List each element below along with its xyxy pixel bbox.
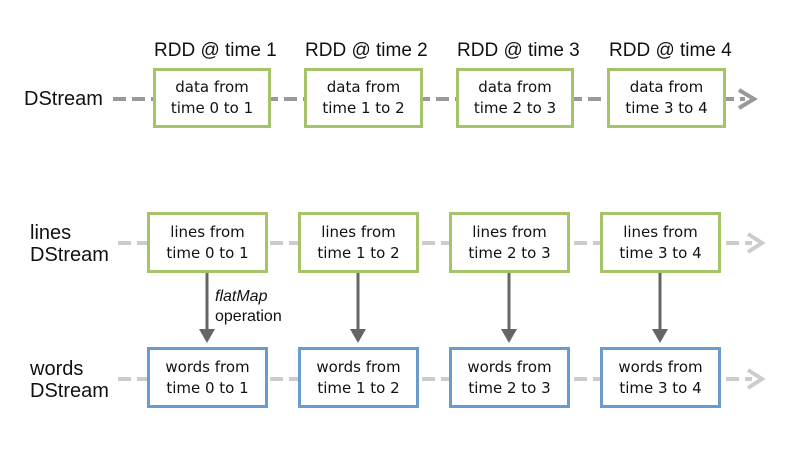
lines-box-1-line-2: time 0 to 1 bbox=[166, 243, 249, 262]
lines-box-3: lines from time 2 to 3 bbox=[449, 212, 570, 273]
lines-dstream-label: lines DStream bbox=[30, 222, 109, 266]
lines-box-4: lines from time 3 to 4 bbox=[600, 212, 721, 273]
words-box-2-line-2: time 1 to 2 bbox=[317, 378, 400, 397]
lines-box-3-line-2: time 2 to 3 bbox=[468, 243, 551, 262]
words-dstream-label-line-1: words bbox=[30, 358, 84, 380]
lines-box-1-line-1: lines from bbox=[170, 222, 245, 241]
rdd-box-2: data from time 1 to 2 bbox=[304, 68, 423, 128]
words-box-2: words from time 1 to 2 bbox=[298, 347, 419, 408]
flatmap-operation-label: flatMap operation bbox=[215, 287, 282, 327]
words-dstream-label: words DStream bbox=[30, 358, 109, 402]
rdd-box-1: data from time 0 to 1 bbox=[153, 68, 271, 128]
lines-box-4-line-1: lines from bbox=[623, 222, 698, 241]
rdd-header-3: RDD @ time 3 bbox=[457, 40, 580, 61]
words-box-1-line-2: time 0 to 1 bbox=[166, 378, 249, 397]
lines-box-2-line-2: time 1 to 2 bbox=[317, 243, 400, 262]
words-stream-arrowhead bbox=[746, 368, 766, 390]
flatmap-arrow-1 bbox=[199, 272, 215, 343]
flatmap-operation-name: flatMap bbox=[215, 288, 268, 305]
lines-box-3-line-1: lines from bbox=[472, 222, 547, 241]
lines-box-2: lines from time 1 to 2 bbox=[298, 212, 419, 273]
words-box-4-line-1: words from bbox=[618, 357, 703, 376]
words-box-3-line-1: words from bbox=[467, 357, 552, 376]
lines-box-4-line-2: time 3 to 4 bbox=[619, 243, 702, 262]
lines-stream-arrowhead bbox=[746, 232, 766, 254]
top-stream-arrowhead bbox=[737, 88, 758, 110]
rdd-header-4: RDD @ time 4 bbox=[609, 40, 732, 61]
words-box-4-line-2: time 3 to 4 bbox=[619, 378, 702, 397]
rdd-box-4-line-1: data from bbox=[629, 78, 704, 96]
words-box-1: words from time 0 to 1 bbox=[147, 347, 268, 408]
lines-dstream-label-line-1: lines bbox=[30, 222, 72, 244]
words-box-4: words from time 3 to 4 bbox=[600, 347, 721, 408]
rdd-box-3-line-2: time 2 to 3 bbox=[473, 99, 557, 117]
flatmap-arrow-2 bbox=[350, 272, 366, 343]
flatmap-arrow-3 bbox=[501, 272, 517, 343]
rdd-box-3: data from time 2 to 3 bbox=[456, 68, 574, 128]
rdd-box-4: data from time 3 to 4 bbox=[607, 68, 726, 128]
lines-box-1: lines from time 0 to 1 bbox=[147, 212, 268, 273]
words-box-3: words from time 2 to 3 bbox=[449, 347, 570, 408]
dstream-row-label: DStream bbox=[24, 88, 103, 110]
words-dstream-label-line-2: DStream bbox=[30, 380, 109, 402]
rdd-header-1: RDD @ time 1 bbox=[154, 40, 277, 61]
rdd-box-3-line-1: data from bbox=[478, 78, 552, 96]
rdd-box-2-line-2: time 1 to 2 bbox=[322, 99, 405, 117]
words-box-3-line-2: time 2 to 3 bbox=[468, 378, 551, 397]
lines-box-2-line-1: lines from bbox=[321, 222, 396, 241]
flatmap-operation-word: operation bbox=[215, 308, 282, 325]
flatmap-arrow-4 bbox=[652, 272, 668, 343]
rdd-box-1-line-2: time 0 to 1 bbox=[170, 99, 254, 117]
rdd-box-1-line-1: data from bbox=[175, 78, 249, 96]
rdd-box-2-line-1: data from bbox=[326, 78, 401, 96]
rdd-header-2: RDD @ time 2 bbox=[305, 40, 428, 61]
words-box-1-line-1: words from bbox=[165, 357, 250, 376]
words-box-2-line-1: words from bbox=[316, 357, 401, 376]
rdd-box-4-line-2: time 3 to 4 bbox=[625, 99, 708, 117]
lines-dstream-label-line-2: DStream bbox=[30, 244, 109, 266]
